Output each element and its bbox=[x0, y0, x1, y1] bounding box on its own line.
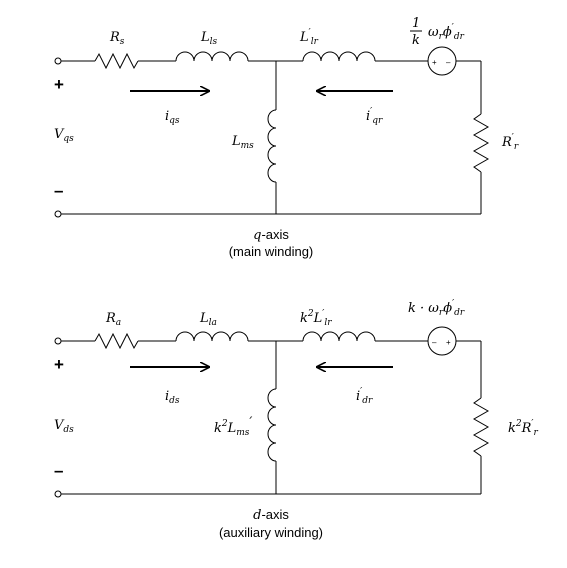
svg-text:1: 1 bbox=[412, 16, 420, 31]
d-top-terminal bbox=[54, 337, 62, 345]
d-minus-sign: – bbox=[54, 461, 63, 480]
d-rotor-resistor bbox=[472, 397, 490, 457]
q-rotor-resistor bbox=[472, 113, 490, 173]
q-mutual-inductor bbox=[267, 109, 277, 183]
svg-text:ωrϕ′dr: ωrϕ′dr bbox=[428, 23, 465, 42]
d-axis-circuit: – + Ra Lla k2L′lr k · ωrϕ′dr + – Vds ids… bbox=[54, 299, 538, 540]
d-ra-label: Ra bbox=[105, 311, 121, 328]
d-source-minus: – bbox=[432, 338, 437, 347]
q-lls-label: Lls bbox=[200, 30, 218, 47]
q-mutual-label: Lms bbox=[231, 134, 254, 151]
d-plus-sign: + bbox=[54, 355, 64, 374]
q-minus-sign: – bbox=[54, 181, 63, 200]
d-stator-resistor bbox=[94, 332, 139, 350]
q-axis-circuit: + – Rs Lls L′lr 1 k ωrϕ′dr + – Vqs iqs L… bbox=[54, 16, 519, 259]
q-stator-current-label: iqs bbox=[165, 109, 180, 126]
q-axis-title: q-axis bbox=[253, 227, 289, 243]
d-rotor-current-label: i′dr bbox=[356, 387, 373, 406]
d-axis-caption: (auxiliary winding) bbox=[219, 525, 323, 540]
q-rotor-resistance-label: R′r bbox=[501, 133, 519, 152]
q-llr-label: L′lr bbox=[299, 28, 319, 47]
d-stator-current-label: ids bbox=[165, 389, 180, 406]
d-llr-label: k2L′lr bbox=[300, 309, 332, 328]
d-bottom-terminal bbox=[54, 490, 62, 498]
d-mutual-label: k2Lms′ bbox=[214, 415, 252, 438]
svg-text:k: k bbox=[412, 33, 420, 48]
q-rotor-inductor bbox=[302, 51, 376, 62]
q-source-label: 1 k ωrϕ′dr bbox=[410, 16, 465, 48]
q-top-terminal bbox=[54, 57, 62, 65]
d-rotor-inductor bbox=[302, 331, 376, 342]
q-bottom-terminal bbox=[54, 210, 62, 218]
d-lla-label: Lla bbox=[199, 311, 217, 328]
d-source-label: k · ωrϕ′dr bbox=[408, 299, 465, 318]
q-stator-resistor bbox=[94, 52, 139, 70]
q-rotor-current-label: i′qr bbox=[366, 107, 383, 126]
d-rotor-resistance-label: k2R′r bbox=[508, 419, 538, 438]
q-source-minus: – bbox=[446, 58, 451, 67]
q-stator-inductor bbox=[175, 51, 249, 62]
q-voltage-label: Vqs bbox=[54, 127, 74, 144]
d-mutual-inductor bbox=[267, 388, 277, 462]
d-stator-inductor bbox=[175, 331, 249, 342]
q-source-plus: + bbox=[432, 58, 437, 67]
d-axis-title: d-axis bbox=[253, 507, 289, 523]
q-plus-sign: + bbox=[54, 75, 64, 94]
d-source-plus: + bbox=[446, 338, 451, 347]
q-rs-label: Rs bbox=[109, 30, 125, 47]
d-voltage-label: Vds bbox=[54, 418, 74, 435]
q-axis-caption: (main winding) bbox=[229, 244, 314, 259]
